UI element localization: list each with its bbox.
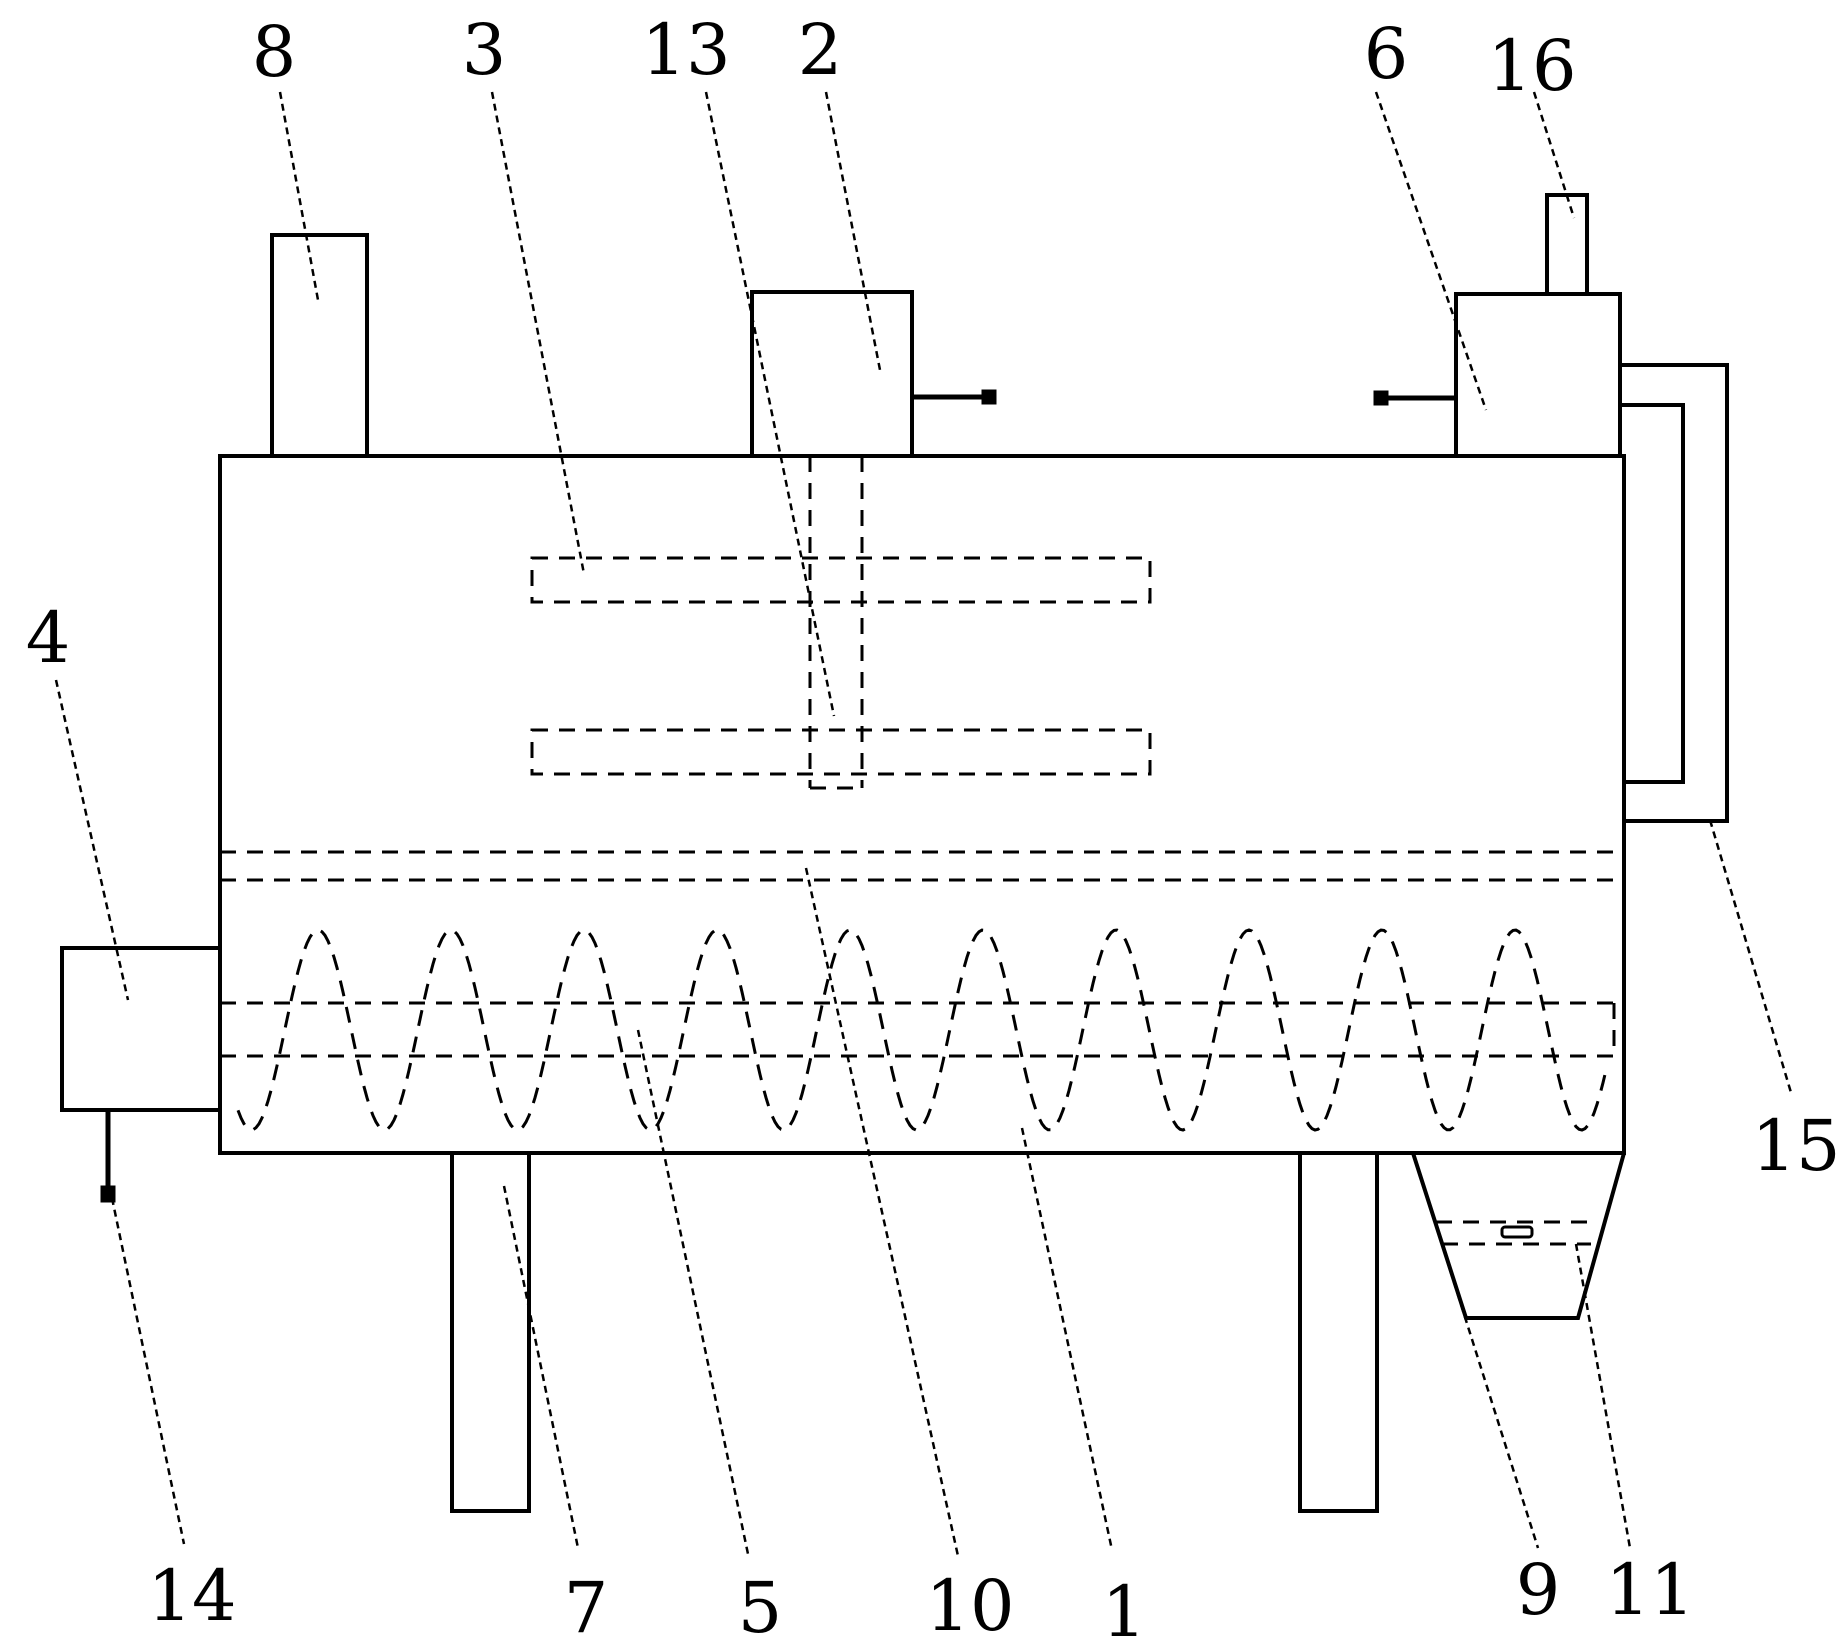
component-14-rod-tip (100, 1185, 116, 1203)
leader-5 (636, 1029, 750, 1555)
component-8-pipe (270, 233, 369, 458)
leader-3 (490, 91, 586, 575)
label-9: 9 (1516, 1549, 1561, 1631)
main-housing (218, 454, 1626, 1155)
label-4: 4 (26, 597, 71, 679)
label-5: 5 (738, 1567, 783, 1649)
component-2-rod-tip (981, 389, 997, 405)
label-11: 11 (1605, 1549, 1694, 1631)
leader-2 (824, 91, 882, 371)
label-3: 3 (462, 9, 507, 91)
leader-1 (1020, 1127, 1114, 1551)
label-15: 15 (1751, 1105, 1840, 1187)
leader-11 (1574, 1243, 1632, 1549)
component-15-outer-pipe (1620, 363, 1729, 823)
blade-upper (530, 556, 1152, 604)
label-14: 14 (147, 1555, 236, 1637)
label-1: 1 (1102, 1571, 1147, 1651)
leader-9 (1412, 1155, 1540, 1549)
label-7: 7 (564, 1567, 609, 1649)
label-16: 16 (1487, 25, 1576, 107)
conveyor-5-helix (236, 928, 1608, 1132)
component-7-leg-right (1298, 1151, 1379, 1513)
component-6-rod-tip (1373, 390, 1389, 406)
leader-13 (704, 91, 836, 717)
leader-15 (1708, 819, 1794, 1097)
component-4-box (60, 946, 222, 1112)
label-2: 2 (798, 9, 843, 91)
leader-8 (278, 91, 320, 301)
label-13: 13 (641, 9, 730, 91)
leader-14 (110, 1197, 186, 1545)
component-9-hopper (1411, 1152, 1626, 1320)
leader-16 (1532, 91, 1576, 219)
leader-4 (54, 679, 130, 1001)
component-7-leg-left (450, 1151, 531, 1513)
component-11-filter-mark (1500, 1225, 1534, 1239)
blade-lower (530, 728, 1152, 776)
component-16-pipe (1545, 193, 1589, 296)
leader-7 (502, 1185, 580, 1549)
component-2-motor (750, 290, 914, 458)
label-6: 6 (1364, 13, 1409, 95)
component-6-box (1454, 292, 1622, 458)
leader-6 (1374, 91, 1488, 411)
label-8: 8 (252, 11, 297, 93)
leader-10 (804, 867, 960, 1557)
component-15-inner-pipe (1620, 403, 1685, 784)
label-10: 10 (925, 1565, 1014, 1647)
